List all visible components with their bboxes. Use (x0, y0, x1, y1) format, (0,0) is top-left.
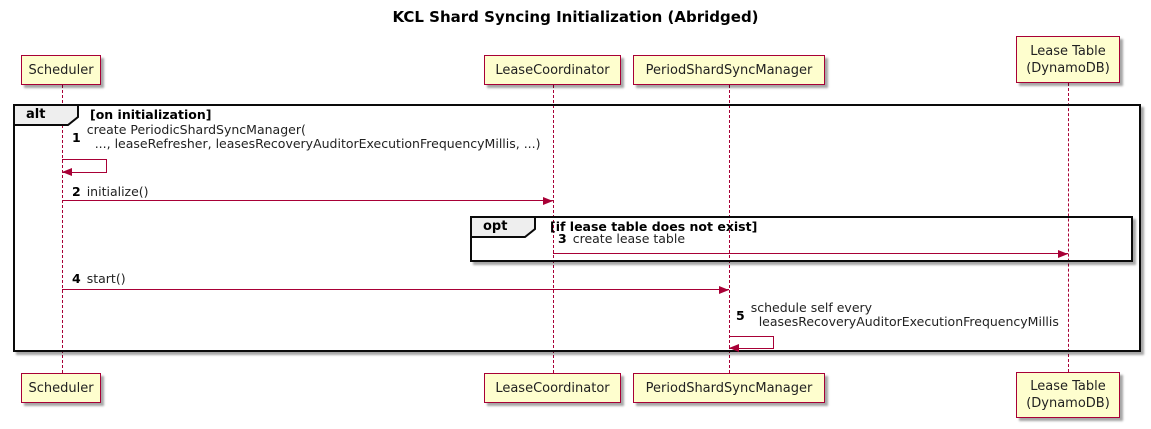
message-5-arrowhead (729, 344, 739, 352)
alt-keyword-shape (13, 104, 79, 126)
alt-condition: [on initialization] (90, 107, 212, 122)
message-2-arrowhead (543, 197, 553, 205)
message-2-number: 2 (72, 184, 81, 199)
message-5-self-arrow (729, 336, 774, 349)
participant-scheduler-bottom: Scheduler (21, 373, 101, 403)
participant-leasecoordinator-top: LeaseCoordinator (484, 55, 621, 85)
participant-label-line1: Lease Table (1030, 43, 1106, 59)
alt-keyword: alt (26, 107, 46, 122)
participant-leasetable-bottom: Lease Table (DynamoDB) (1016, 372, 1120, 418)
message-1-number: 1 (72, 129, 81, 145)
participant-scheduler-top: Scheduler (21, 55, 101, 85)
participant-periodshardsyncmanager-top: PeriodShardSyncManager (633, 55, 825, 85)
lifeline-scheduler (62, 85, 63, 373)
participant-label: Scheduler (28, 380, 94, 396)
message-2-text: initialize() (86, 184, 149, 199)
lifeline-leasetable (1068, 83, 1069, 372)
participant-label-line2: (DynamoDB) (1026, 396, 1110, 411)
opt-frame (470, 216, 1133, 262)
lifeline-leasecoordinator (553, 85, 554, 373)
opt-keyword-shape (470, 216, 536, 238)
message-3-arrow (553, 253, 1068, 254)
message-1-self-arrow (62, 159, 107, 173)
participant-label: PeriodShardSyncManager (645, 380, 813, 396)
message-1-arrowhead (62, 168, 72, 176)
message-3-number: 3 (558, 231, 567, 246)
alt-frame (13, 104, 1141, 352)
diagram-title: KCL Shard Syncing Initialization (Abridg… (392, 8, 759, 26)
message-1-text-line2: ..., leaseRefresher, leasesRecoveryAudit… (94, 136, 541, 151)
message-3-arrowhead (1058, 250, 1068, 258)
participant-leasetable-top: Lease Table (DynamoDB) (1016, 36, 1120, 83)
message-3-label: 3 create lease table (558, 231, 685, 246)
opt-keyword: opt (483, 219, 508, 234)
participant-label-line1: Lease Table (1030, 379, 1106, 394)
message-4-arrow (62, 289, 729, 290)
message-1-label: 1 create PeriodicShardSyncManager( ..., … (72, 123, 541, 151)
participant-label-line2: (DynamoDB) (1026, 60, 1110, 76)
participant-label: LeaseCoordinator (495, 380, 610, 396)
opt-condition: [if lease table does not exist] (550, 219, 758, 234)
participant-leasecoordinator-bottom: LeaseCoordinator (484, 373, 621, 403)
participant-label: Scheduler (28, 62, 94, 78)
participant-label: LeaseCoordinator (495, 62, 610, 78)
message-2-label: 2 initialize() (72, 184, 149, 199)
participant-label: PeriodShardSyncManager (645, 62, 813, 78)
message-5-label: 5 schedule self every leasesRecoveryAudi… (736, 301, 1059, 329)
message-4-text: start() (86, 271, 126, 286)
message-3-text: create lease table (572, 231, 686, 246)
message-4-arrowhead (719, 286, 729, 294)
participant-periodshardsyncmanager-bottom: PeriodShardSyncManager (633, 373, 825, 403)
message-4-label: 4 start() (72, 271, 126, 286)
message-5-text-line2: leasesRecoveryAuditorExecutionFrequencyM… (758, 314, 1059, 329)
message-4-number: 4 (72, 271, 81, 286)
message-2-arrow (62, 200, 553, 201)
message-5-text-line1: schedule self every (750, 300, 873, 315)
lifeline-periodshardsyncmanager (729, 85, 730, 373)
message-5-number: 5 (736, 307, 745, 323)
message-1-text-line1: create PeriodicShardSyncManager( (86, 122, 306, 137)
